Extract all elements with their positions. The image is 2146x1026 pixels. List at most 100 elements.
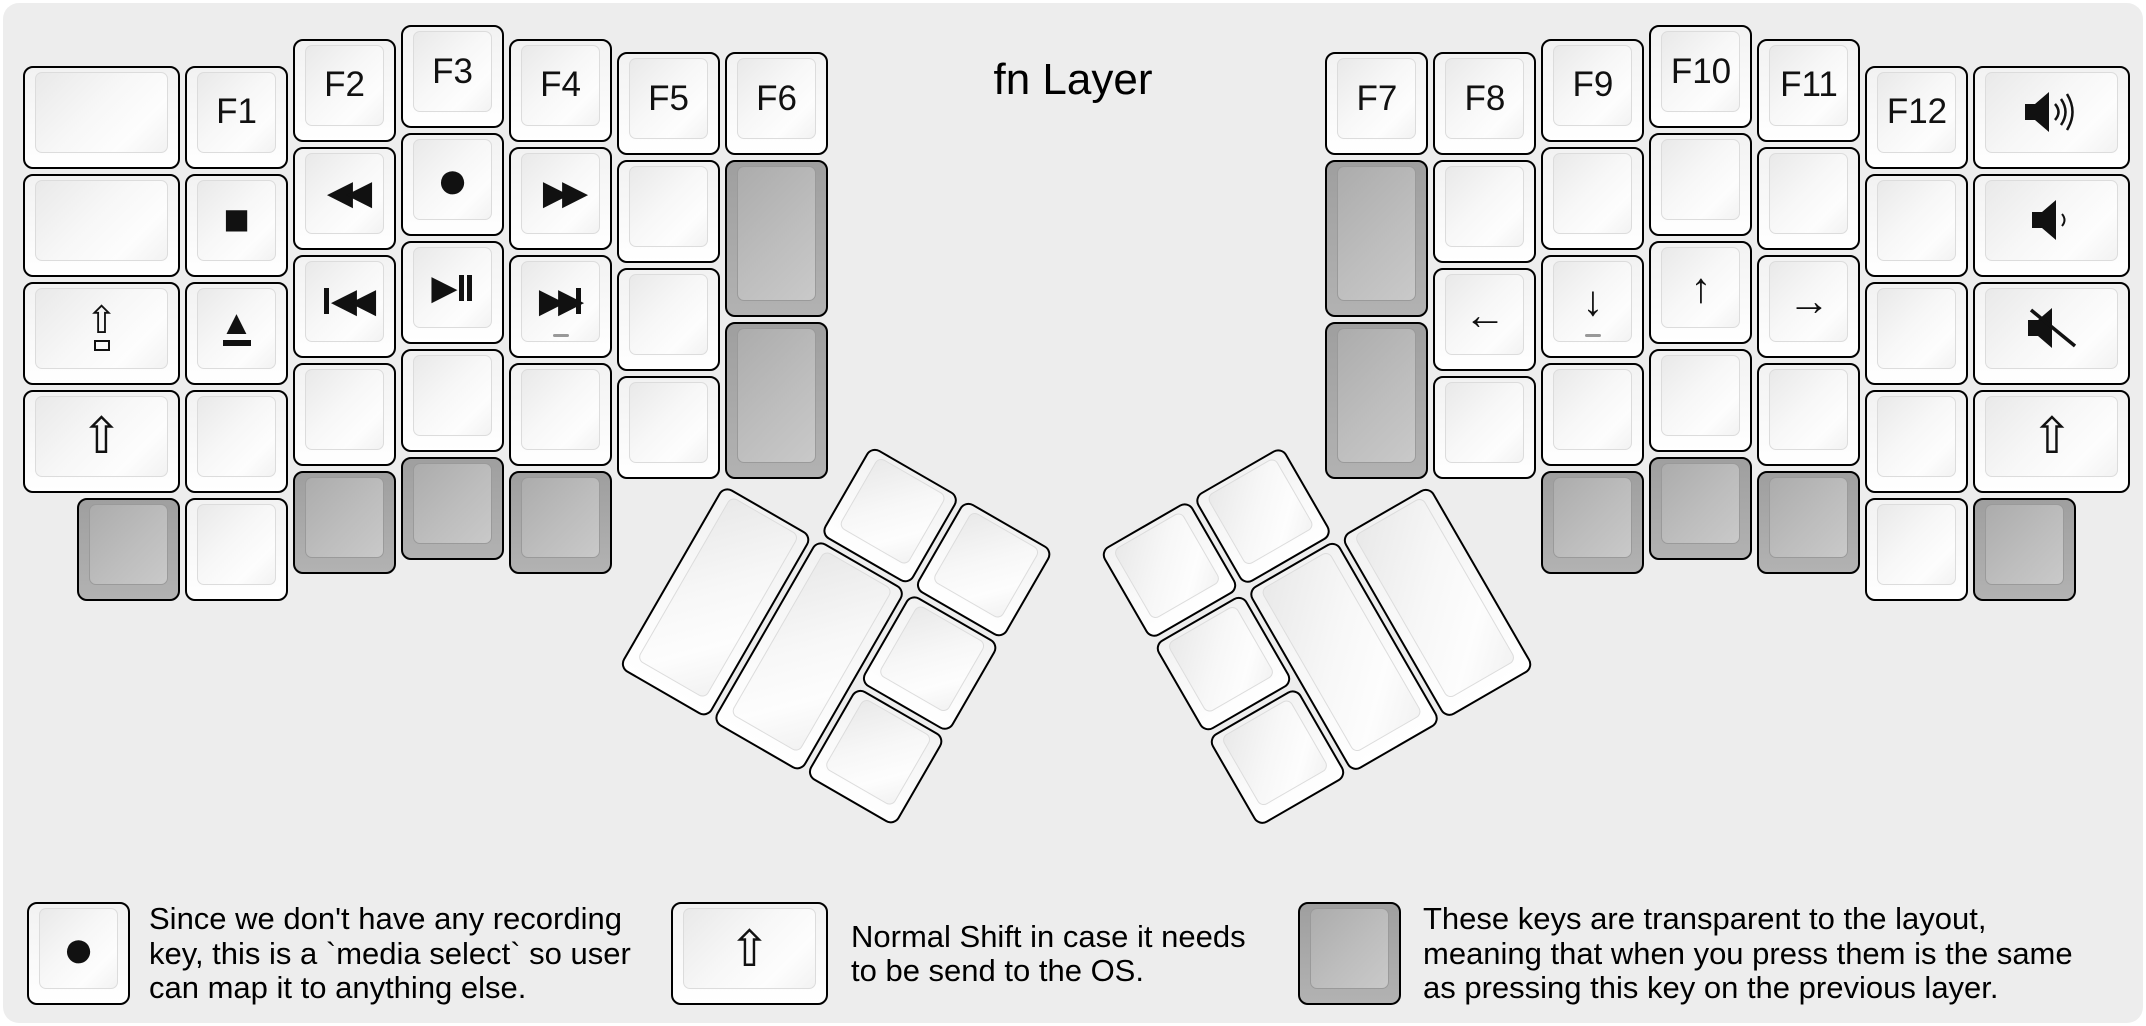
key-volume-up bbox=[1973, 65, 2131, 169]
key-blank bbox=[1649, 349, 1753, 452]
key-arrow-left-icon: ← bbox=[1463, 290, 1506, 338]
key-media-record: ● bbox=[401, 133, 504, 236]
legend-text: Normal Shift in case it needs to be send… bbox=[851, 918, 1246, 988]
key-shift: ⇧ bbox=[23, 389, 180, 493]
prev-track-icon: ◀◀ bbox=[323, 284, 376, 318]
key-f8: F8 bbox=[1433, 52, 1537, 155]
key-arrow-right-icon: → bbox=[1787, 277, 1830, 324]
keyboard-layout-canvas: fn Layer ⇧ ⇧ F1 ■ ▲ F2 ◀◀ ◀◀ F3 ● ▶ F4 ▶▶ ▶▶ F5 F6 F7 F8 ←… bbox=[3, 3, 2143, 1023]
key-eject: ▲ bbox=[185, 281, 288, 385]
key-arrow-left: ← bbox=[1433, 268, 1537, 371]
page-title: fn Layer bbox=[993, 55, 1153, 104]
volume-up-icon bbox=[2024, 92, 2074, 132]
key-blank bbox=[509, 362, 612, 466]
key-f12: F12 bbox=[1865, 65, 1969, 169]
key-arrow-down-icon: ↓ bbox=[1582, 277, 1604, 324]
key-f2: F2 bbox=[293, 38, 396, 142]
key-f9: F9 bbox=[1541, 38, 1645, 142]
key-blank bbox=[617, 376, 720, 479]
homing-dash bbox=[552, 333, 569, 337]
legend-key-transparent bbox=[1298, 902, 1401, 1005]
key-media-next-track: ▶▶ bbox=[509, 254, 612, 358]
key-blank bbox=[293, 362, 396, 466]
key-blank bbox=[1757, 362, 1861, 466]
key-transparent bbox=[1757, 470, 1861, 574]
key-f7: F7 bbox=[1325, 52, 1429, 155]
key-transparent bbox=[1325, 160, 1429, 317]
key-f1: F1 bbox=[185, 65, 288, 169]
key-f10-label: F10 bbox=[1670, 51, 1732, 91]
key-media-fast-forward: ▶▶ bbox=[509, 146, 612, 250]
legend-text: Since we don't have any recording key, t… bbox=[149, 901, 631, 1006]
key-blank bbox=[1865, 281, 1969, 385]
key-f6: F6 bbox=[725, 52, 828, 155]
key-f1-label: F1 bbox=[216, 92, 257, 131]
key-transparent bbox=[401, 457, 504, 560]
eject-icon: ▲ bbox=[220, 306, 253, 346]
key-media-stop: ■ bbox=[185, 173, 288, 277]
key-f7-label: F7 bbox=[1356, 78, 1398, 118]
key-transparent bbox=[77, 497, 180, 601]
fast-forward-icon: ▶▶ bbox=[542, 174, 588, 212]
key-blank bbox=[401, 349, 504, 452]
key-f5-label: F5 bbox=[648, 78, 689, 118]
key-transparent bbox=[1541, 470, 1645, 574]
key-blank bbox=[617, 160, 720, 263]
shift-icon: ⇧ bbox=[2031, 408, 2073, 464]
key-blank bbox=[1757, 146, 1861, 250]
volume-down-icon bbox=[2031, 200, 2066, 240]
key-media-prev-track: ◀◀ bbox=[293, 254, 396, 358]
key-blank bbox=[23, 173, 180, 277]
key-transparent bbox=[725, 160, 828, 317]
key-f4-label: F4 bbox=[540, 65, 581, 104]
key-blank bbox=[1865, 389, 1969, 493]
play-pause-icon: ▶ bbox=[431, 271, 473, 305]
shift-icon: ⇧ bbox=[728, 920, 771, 977]
key-transparent bbox=[1973, 497, 2077, 601]
key-f11: F11 bbox=[1757, 38, 1861, 142]
key-blank bbox=[1433, 376, 1537, 479]
key-capslock: ⇧ bbox=[23, 281, 180, 385]
legend-key-shift: ⇧ bbox=[671, 902, 828, 1005]
key-blank bbox=[1865, 173, 1969, 277]
key-f8-label: F8 bbox=[1464, 78, 1506, 118]
key-arrow-up: ↑ bbox=[1649, 241, 1753, 344]
homing-dash bbox=[1584, 333, 1601, 337]
legend-text: These keys are transparent to the layout… bbox=[1423, 901, 2073, 1006]
key-shift: ⇧ bbox=[1973, 389, 2131, 493]
key-f12-label: F12 bbox=[1886, 92, 1948, 131]
key-transparent bbox=[725, 322, 828, 479]
key-media-play-pause: ▶ bbox=[401, 241, 504, 344]
key-blank bbox=[1433, 160, 1537, 263]
key-transparent bbox=[293, 470, 396, 574]
key-blank bbox=[185, 389, 288, 493]
key-f10: F10 bbox=[1649, 25, 1753, 128]
volume-mute-icon bbox=[2027, 308, 2077, 348]
caps-lock-icon: ⇧ bbox=[86, 302, 117, 351]
key-blank bbox=[617, 268, 720, 371]
next-track-icon: ▶▶ bbox=[539, 284, 584, 318]
key-arrow-down: ↓ bbox=[1541, 254, 1645, 358]
key-transparent bbox=[1649, 457, 1753, 560]
key-transparent bbox=[1325, 322, 1429, 479]
stop-icon: ■ bbox=[223, 195, 250, 244]
key-f5: F5 bbox=[617, 52, 720, 155]
key-arrow-right: → bbox=[1757, 254, 1861, 358]
key-volume-down bbox=[1973, 173, 2131, 277]
key-f3: F3 bbox=[401, 25, 504, 128]
key-f9-label: F9 bbox=[1572, 65, 1614, 104]
key-f2-label: F2 bbox=[324, 65, 365, 104]
legend-key-record: ● bbox=[27, 902, 130, 1005]
key-volume-mute bbox=[1973, 281, 2131, 385]
key-transparent bbox=[509, 470, 612, 574]
key-blank bbox=[1541, 362, 1645, 466]
key-media-rewind: ◀◀ bbox=[293, 146, 396, 250]
key-f6-label: F6 bbox=[756, 78, 797, 118]
key-f4: F4 bbox=[509, 38, 612, 142]
rewind-icon: ◀◀ bbox=[326, 174, 372, 212]
key-blank bbox=[23, 65, 180, 169]
key-f3-label: F3 bbox=[432, 51, 473, 91]
record-icon: ● bbox=[436, 149, 469, 210]
key-blank bbox=[1865, 497, 1969, 601]
shift-icon: ⇧ bbox=[80, 408, 123, 464]
